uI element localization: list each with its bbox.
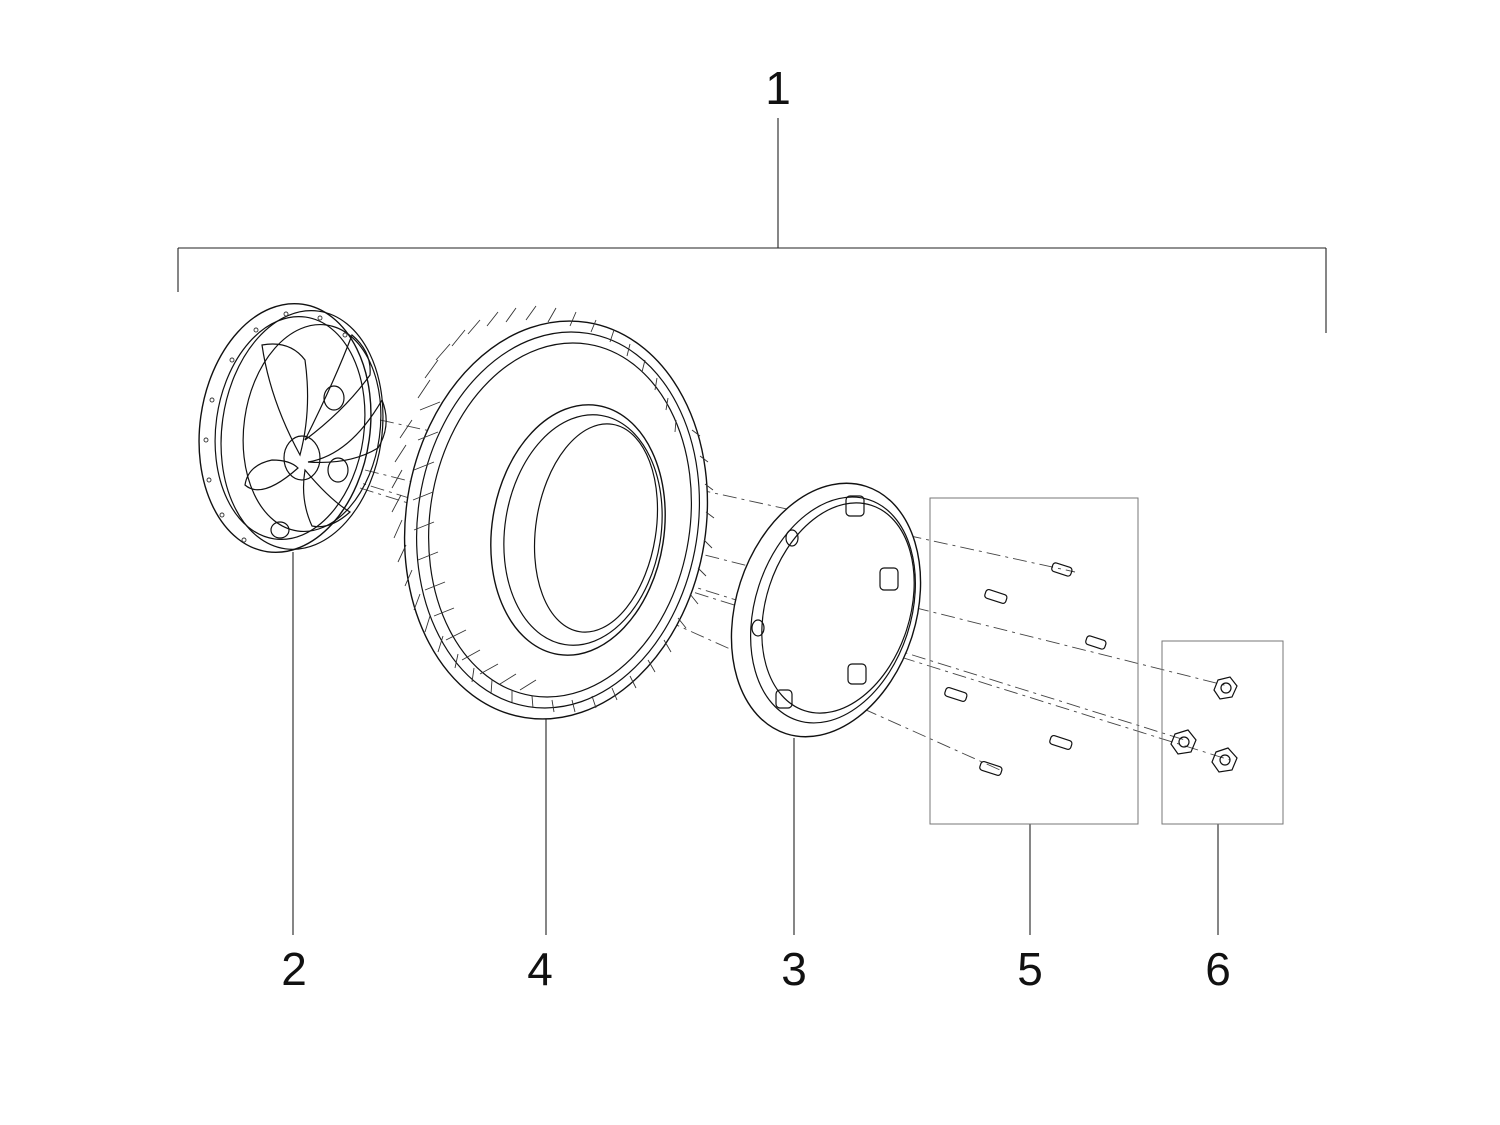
callout-1: 1: [765, 62, 791, 114]
callout-3: 3: [781, 943, 807, 995]
assembly-bracket: [177, 118, 1327, 333]
bolts-group: [929, 497, 1139, 825]
rim-holes: [203, 311, 348, 543]
callout-5: 5: [1017, 943, 1043, 995]
tire: [391, 305, 715, 720]
rim-lugs: [751, 495, 899, 709]
tire-tread: [391, 305, 715, 713]
nuts-group: [1161, 640, 1284, 825]
callout-2: 2: [281, 943, 307, 995]
rim-half-right: [730, 482, 922, 738]
callout-6: 6: [1205, 943, 1231, 995]
leader-lines: [292, 552, 1219, 935]
callout-4: 4: [527, 943, 553, 995]
rim-half-left: [198, 302, 387, 554]
